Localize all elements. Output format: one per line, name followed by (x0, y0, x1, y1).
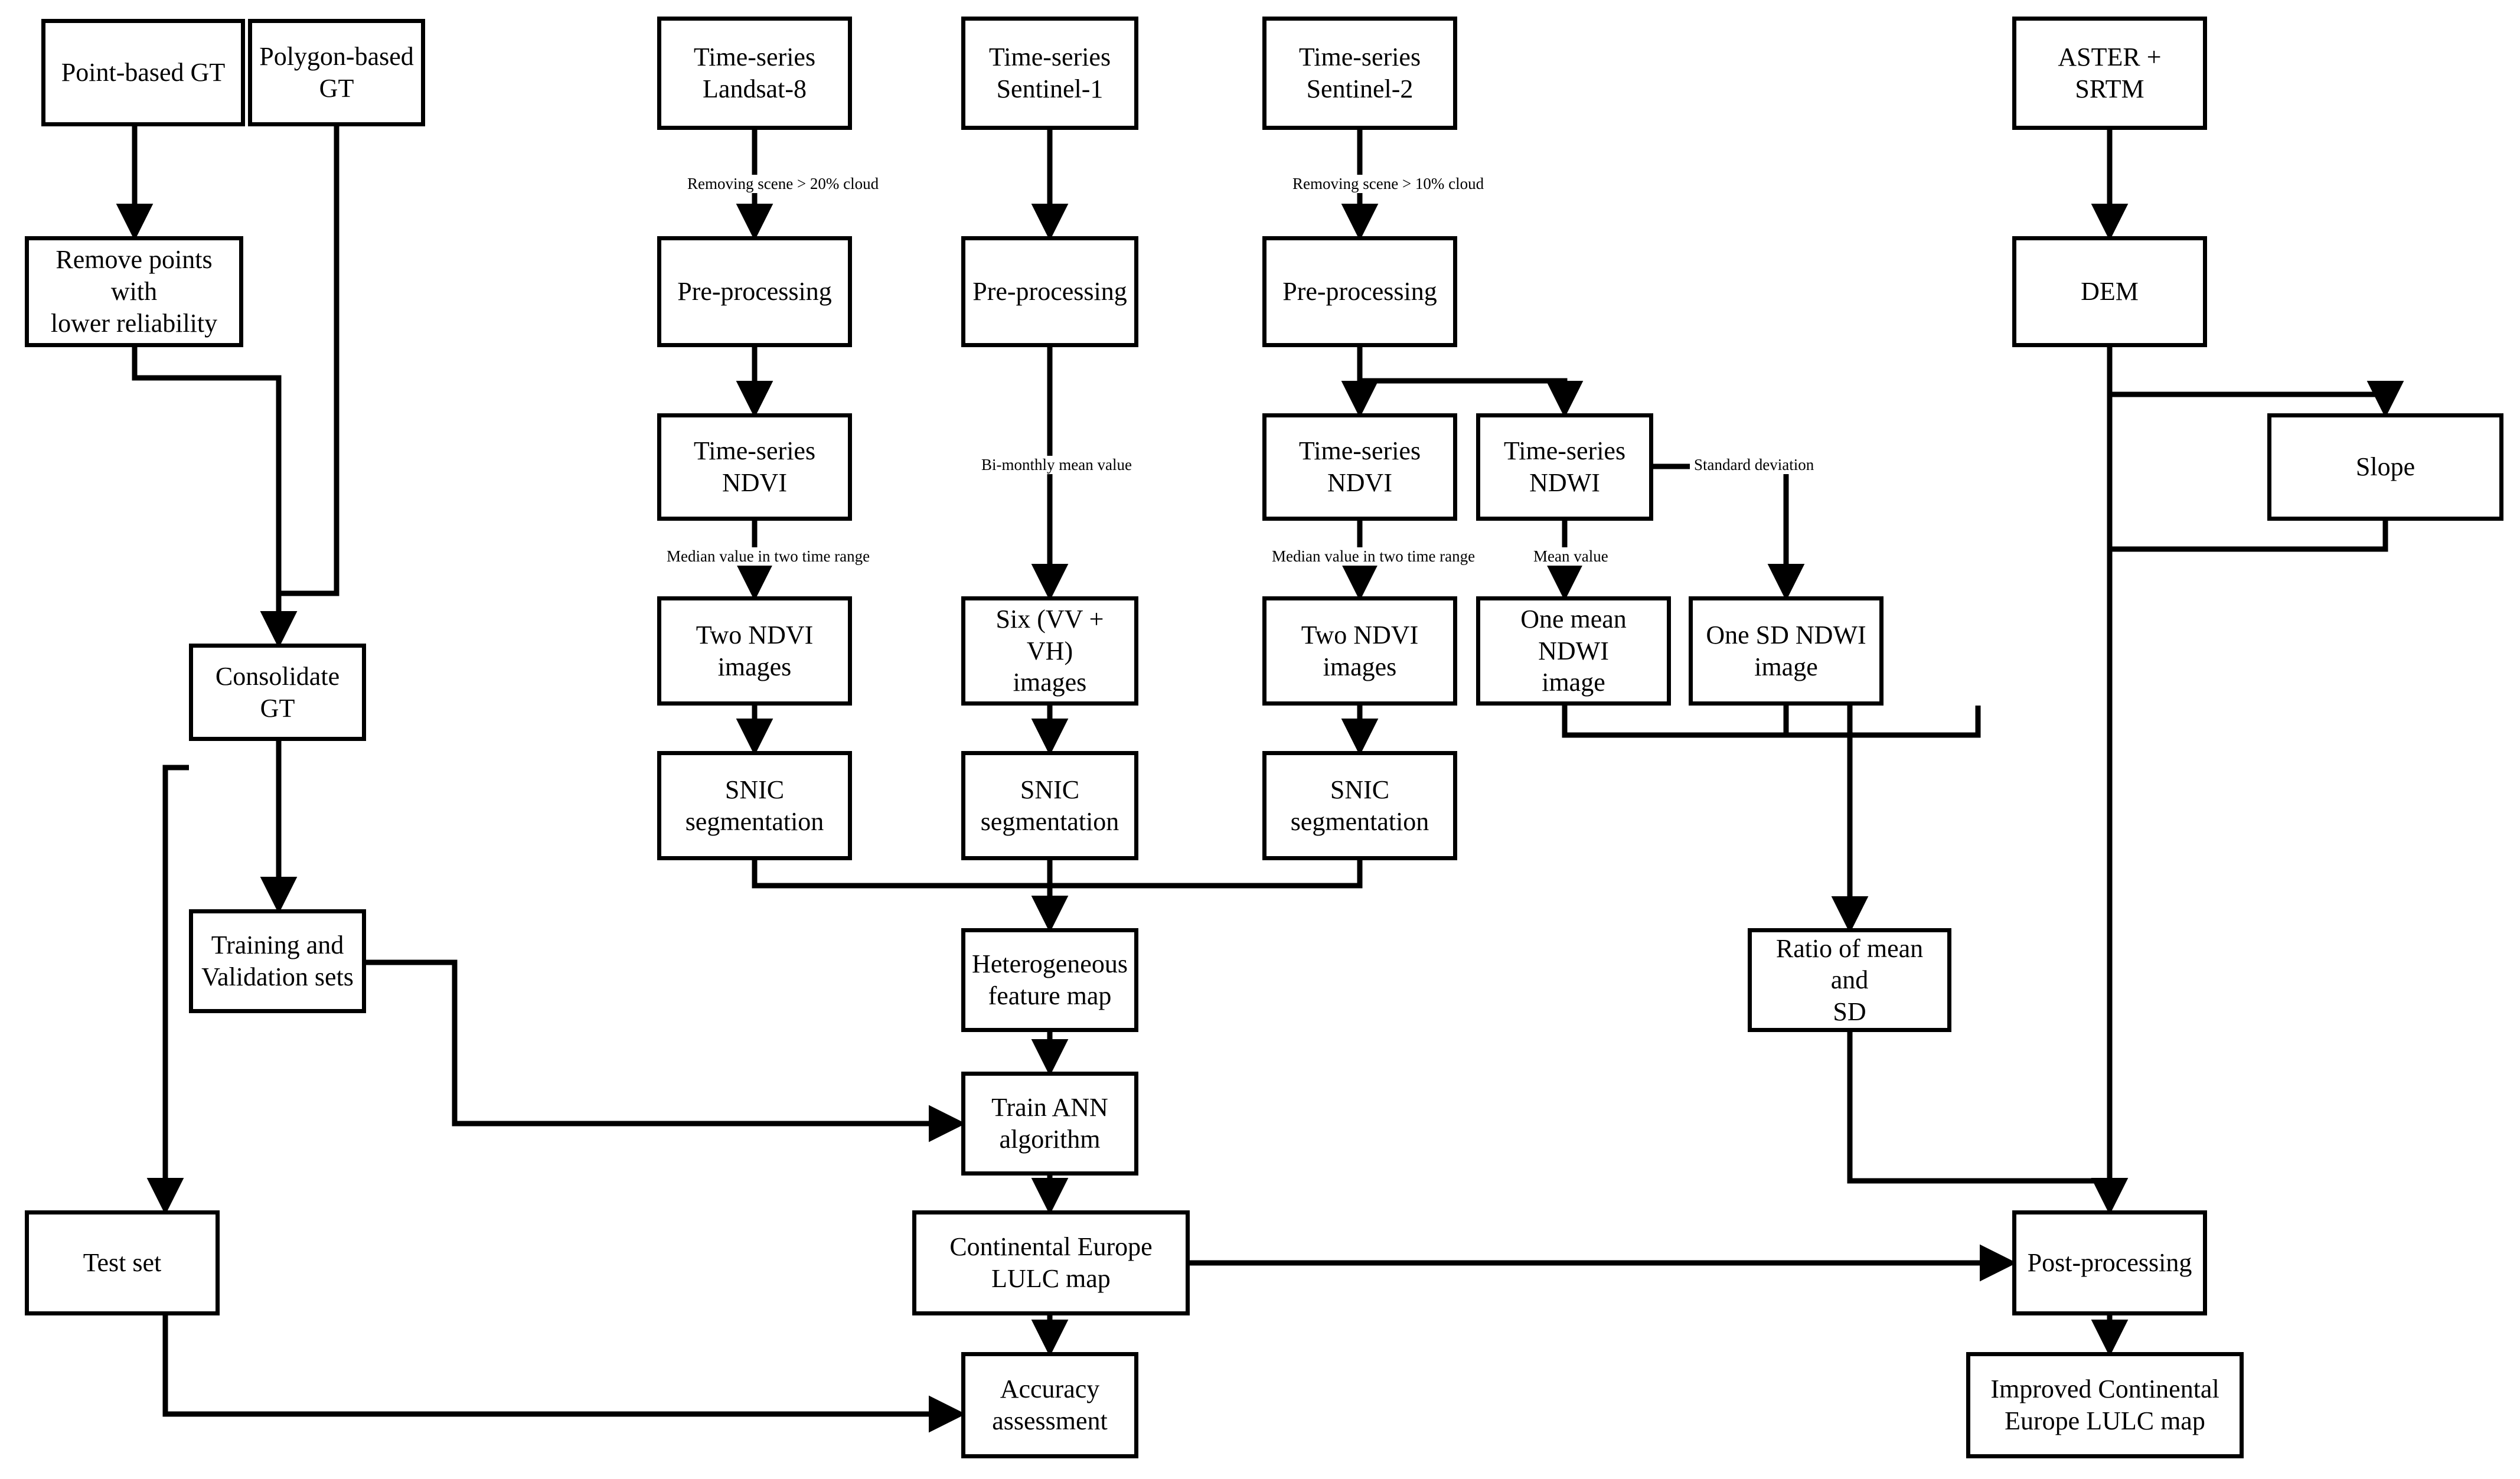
node-label: SNIC segmentation (1290, 775, 1429, 836)
node-snic-segmentation-sentinel2[interactable]: SNIC segmentation (1262, 751, 1457, 860)
node-remove-points-lower-reliability[interactable]: Remove points with lower reliability (25, 236, 243, 347)
node-consolidate-gt[interactable]: Consolidate GT (189, 644, 366, 741)
edge-label-removing-scene-20-cloud: Removing scene > 20% cloud (685, 175, 882, 193)
node-train-ann-algorithm[interactable]: Train ANN algorithm (961, 1072, 1138, 1176)
node-label: Continental Europe LULC map (949, 1232, 1153, 1293)
node-label: ASTER + SRTM (2058, 43, 2162, 103)
node-label: Time-series Landsat-8 (693, 43, 816, 103)
node-two-ndvi-images-landsat8[interactable]: Two NDVI images (657, 596, 852, 706)
node-label: Post-processing (2027, 1248, 2192, 1278)
node-two-ndvi-images-sentinel2[interactable]: Two NDVI images (1262, 596, 1457, 706)
edge-label-median-value-two-time-range-sentinel2: Median value in two time range (1269, 547, 1478, 566)
node-post-processing[interactable]: Post-processing (2012, 1210, 2207, 1315)
node-time-series-ndvi-landsat8[interactable]: Time-series NDVI (657, 413, 852, 521)
node-heterogeneous-feature-map[interactable]: Heterogeneous feature map (961, 928, 1138, 1032)
edge-label-standard-deviation: Standard deviation (1692, 456, 1817, 474)
node-label: Ratio of mean and SD (1775, 933, 1924, 1026)
node-test-set[interactable]: Test set (25, 1210, 220, 1315)
node-label: Two NDVI images (1301, 620, 1419, 681)
node-label: Heterogeneous feature map (972, 949, 1128, 1010)
edge-label-mean-value: Mean value (1531, 547, 1611, 566)
node-label: Consolidate GT (215, 661, 340, 723)
node-preprocessing-sentinel1[interactable]: Pre-processing (961, 236, 1138, 347)
node-dem[interactable]: DEM (2012, 236, 2207, 347)
node-training-validation-sets[interactable]: Training and Validation sets (189, 909, 366, 1013)
node-label: Training and Validation sets (201, 931, 354, 991)
node-snic-segmentation-sentinel1[interactable]: SNIC segmentation (961, 751, 1138, 860)
node-slope[interactable]: Slope (2267, 413, 2503, 521)
node-time-series-ndvi-sentinel2[interactable]: Time-series NDVI (1262, 413, 1457, 521)
node-snic-segmentation-landsat8[interactable]: SNIC segmentation (657, 751, 852, 860)
node-label: Time-series NDWI (1503, 436, 1626, 497)
node-label: Pre-processing (677, 277, 832, 306)
node-aster-srtm[interactable]: ASTER + SRTM (2012, 17, 2207, 130)
node-improved-continental-europe-lulc-map[interactable]: Improved Continental Europe LULC map (1966, 1352, 2244, 1458)
node-label: Remove points with lower reliability (50, 245, 218, 338)
node-label: Pre-processing (1282, 277, 1437, 306)
node-label: Train ANN algorithm (991, 1093, 1108, 1154)
node-label: SNIC segmentation (980, 775, 1119, 836)
node-label: Two NDVI images (696, 620, 814, 681)
edge-label-removing-scene-10-cloud: Removing scene > 10% cloud (1290, 175, 1487, 193)
node-time-series-sentinel2[interactable]: Time-series Sentinel-2 (1262, 17, 1457, 130)
node-time-series-sentinel1[interactable]: Time-series Sentinel-1 (961, 17, 1138, 130)
node-label: Time-series Sentinel-1 (988, 43, 1111, 103)
node-label: Pre-processing (972, 277, 1127, 306)
node-label: Test set (83, 1248, 162, 1278)
node-label: One SD NDWI image (1706, 620, 1866, 681)
node-six-vv-vh-images[interactable]: Six (VV + VH) images (961, 596, 1138, 706)
node-label: Time-series NDVI (693, 436, 816, 497)
node-label: DEM (2081, 277, 2139, 306)
node-label: Time-series NDVI (1298, 436, 1421, 497)
node-label: SNIC segmentation (685, 775, 824, 836)
node-label: Time-series Sentinel-2 (1298, 43, 1421, 103)
node-label: Improved Continental Europe LULC map (1990, 1374, 2219, 1435)
node-accuracy-assessment[interactable]: Accuracy assessment (961, 1352, 1138, 1458)
node-time-series-ndwi[interactable]: Time-series NDWI (1476, 413, 1653, 521)
node-label: Point-based GT (61, 58, 226, 87)
edge-label-median-value-two-time-range-landsat8: Median value in two time range (664, 547, 873, 566)
node-time-series-landsat8[interactable]: Time-series Landsat-8 (657, 17, 852, 130)
node-preprocessing-landsat8[interactable]: Pre-processing (657, 236, 852, 347)
node-continental-europe-lulc-map[interactable]: Continental Europe LULC map (912, 1210, 1190, 1315)
node-label: Polygon-based GT (259, 42, 414, 103)
node-one-sd-ndwi-image[interactable]: One SD NDWI image (1689, 596, 1884, 706)
node-label: Slope (2355, 452, 2415, 482)
node-preprocessing-sentinel2[interactable]: Pre-processing (1262, 236, 1457, 347)
node-label: Six (VV + VH) images (995, 604, 1104, 697)
node-point-based-gt[interactable]: Point-based GT (41, 19, 245, 126)
node-polygon-based-gt[interactable]: Polygon-based GT (248, 19, 425, 126)
node-one-mean-ndwi-image[interactable]: One mean NDWI image (1476, 596, 1671, 706)
node-ratio-of-mean-and-sd[interactable]: Ratio of mean and SD (1748, 928, 1951, 1032)
node-label: One mean NDWI image (1520, 604, 1627, 697)
node-label: Accuracy assessment (992, 1374, 1108, 1435)
edge-label-bi-monthly-mean-value: Bi-monthly mean value (979, 456, 1134, 474)
